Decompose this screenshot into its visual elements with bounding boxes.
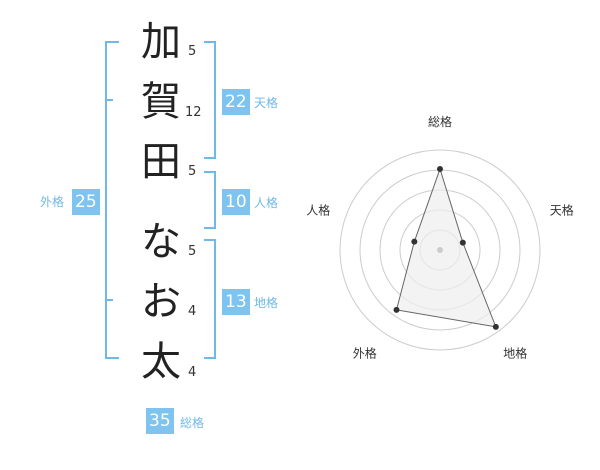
radar-axis-label: 外格 bbox=[353, 346, 377, 360]
gaikaku-bracket-tick-2 bbox=[105, 299, 113, 301]
gaikaku-bracket-bottom bbox=[105, 357, 119, 359]
radar-polygon bbox=[395, 167, 497, 328]
radar-axis-label: 総格 bbox=[428, 114, 452, 129]
radar-point bbox=[437, 166, 443, 172]
name-char-3: 田 bbox=[141, 139, 181, 185]
jinkaku-bracket-top bbox=[204, 171, 216, 173]
tenkaku-bracket bbox=[214, 41, 216, 159]
gaikaku-bracket-tick-1 bbox=[105, 99, 113, 101]
chikaku-value: 13 bbox=[222, 289, 250, 315]
radar-point bbox=[459, 239, 466, 246]
jinkaku-bracket bbox=[214, 171, 216, 229]
gaikaku-value: 25 bbox=[72, 189, 100, 215]
name-char-5: お bbox=[141, 279, 181, 325]
stroke-count-4: 5 bbox=[188, 244, 197, 259]
radar-point bbox=[393, 306, 400, 313]
chikaku-bracket-bottom bbox=[204, 357, 216, 359]
tenkaku-label: 天格 bbox=[254, 96, 279, 110]
name-char-4: な bbox=[141, 219, 181, 265]
stroke-count-6: 4 bbox=[188, 365, 197, 380]
radar-center-dot bbox=[437, 247, 443, 253]
radar-axis-label: 人格 bbox=[306, 202, 330, 217]
tenkaku-value: 22 bbox=[222, 89, 250, 115]
soukaku-value: 35 bbox=[146, 408, 174, 434]
radar-axis-label: 天格 bbox=[550, 202, 574, 217]
jinkaku-value: 10 bbox=[222, 189, 250, 215]
chikaku-bracket bbox=[214, 239, 216, 359]
radar-dots bbox=[393, 166, 499, 330]
name-char-2: 賀 bbox=[141, 79, 181, 125]
name-char-1: 加 bbox=[141, 19, 181, 65]
soukaku-label: 総格 bbox=[180, 416, 205, 430]
gaikaku-bracket-top bbox=[105, 41, 119, 43]
stroke-count-5: 4 bbox=[188, 304, 197, 319]
chikaku-bracket-top bbox=[204, 239, 216, 241]
radar-grid-ring bbox=[339, 149, 541, 351]
gaikaku-label: 外格 bbox=[40, 195, 65, 209]
radar-point bbox=[411, 238, 418, 245]
stroke-count-1: 5 bbox=[188, 44, 197, 59]
radar-axis-label: 地格 bbox=[503, 346, 527, 360]
jinkaku-label: 人格 bbox=[254, 196, 279, 210]
tenkaku-bracket-top bbox=[204, 41, 216, 43]
jinkaku-bracket-bottom bbox=[204, 227, 216, 229]
stroke-count-2: 12 bbox=[185, 105, 202, 120]
tenkaku-bracket-bottom bbox=[204, 157, 216, 159]
name-char-6: 太 bbox=[141, 339, 181, 385]
chikaku-label: 地格 bbox=[254, 296, 279, 310]
stroke-count-3: 5 bbox=[188, 164, 197, 179]
radar-point bbox=[492, 323, 499, 330]
gaikaku-bracket bbox=[105, 41, 107, 359]
